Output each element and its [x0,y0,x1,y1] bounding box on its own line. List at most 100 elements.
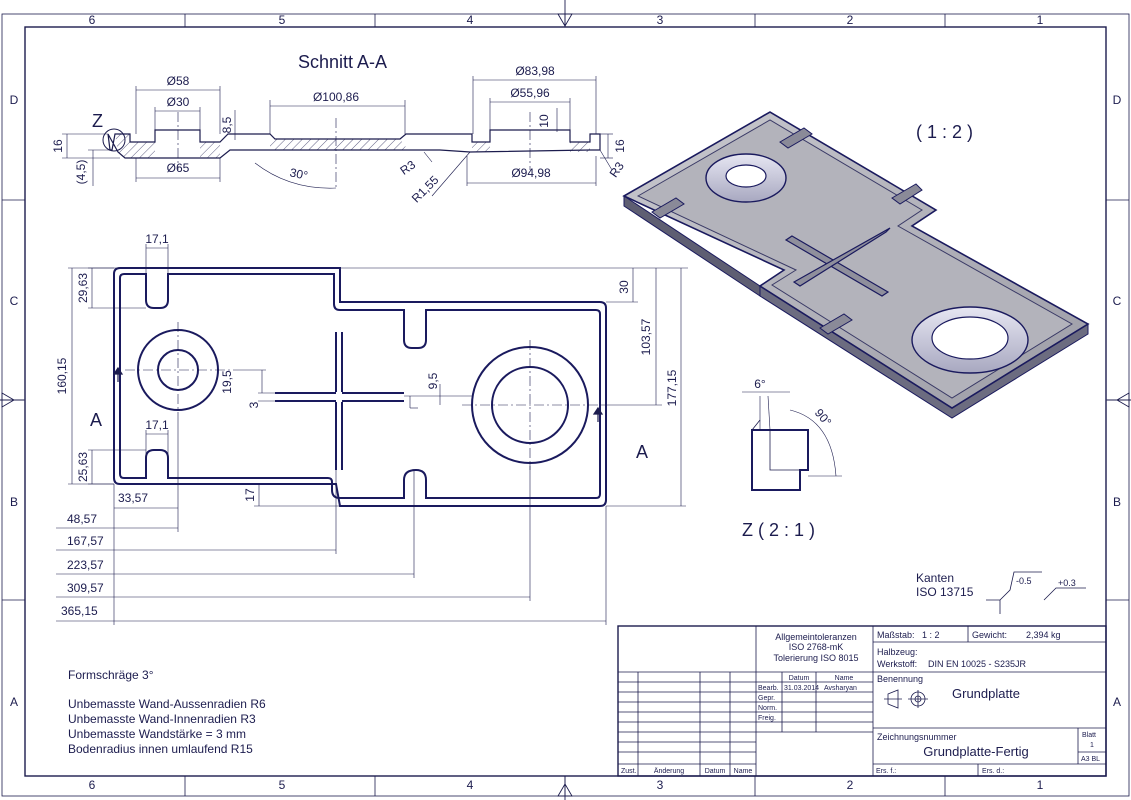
col-zust: Zust. [621,768,637,775]
row-label-right: A [1113,695,1121,709]
dim-d55-96: Ø55,96 [510,86,550,100]
material-value: DIN EN 10025 - S235JR [928,659,1027,669]
dim-3: 3 [247,401,261,408]
dim-h4-5: (4,5) [74,160,88,185]
weight-label: Gewicht: [972,630,1007,640]
title-block: Allgemeintoleranzen ISO 2768-mK Tolerier… [617,625,1107,777]
row-label-left: C [10,294,19,308]
col-label-top: 3 [657,13,664,27]
note: Unbemasste Wandstärke = 3 mm [68,727,246,741]
note: Bodenradius innen umlaufend R15 [68,742,253,756]
general-notes: Formschräge 3° Unbemasste Wand-Aussenrad… [68,668,266,756]
dim-h16-left: 16 [51,139,65,153]
format: A3 BL [1081,756,1100,763]
col-name-rev: Name [734,768,753,775]
col-label-top: 4 [467,13,474,27]
col-label-top: 2 [847,13,854,27]
section-label-left: A [90,410,102,430]
tolerance-line-3: Tolerierung ISO 8015 [773,653,858,663]
row-label-right: C [1113,294,1122,308]
col-label-bottom: 3 [657,778,664,792]
designation-label: Benennung [877,674,923,684]
tolerance-line-1: Allgemeintoleranzen [775,632,857,642]
dim-r3-b: R3 [607,159,627,180]
sheet-value: 1 [1090,742,1094,749]
drawing-no-label: Zeichnungsnummer [877,732,957,742]
semi-label: Halbzeug: [877,647,918,657]
detail-marker: Z [92,111,103,131]
section-label-right: A [636,442,648,462]
dim-h16-right: 16 [613,139,627,153]
row-norm: Norm. [758,705,777,712]
col-name: Name [835,675,854,682]
dim-d30: Ø30 [167,95,190,109]
section-title: Schnitt A-A [298,52,387,72]
ers-durch: Ers. d.: [982,768,1004,775]
dim-h10: 10 [537,114,551,128]
dim-17-1-top: 17,1 [145,232,169,246]
col-label-bottom: 5 [279,778,286,792]
dim-167-57: 167,57 [67,534,104,548]
dim-17-1-bottom: 17,1 [145,418,169,432]
col-datum: Datum [789,675,810,682]
edge-label-2: ISO 13715 [916,585,974,599]
dim-angle-30: 30° [288,165,309,183]
material-label: Werkstoff: [877,659,917,669]
dim-d94-98: Ø94,98 [511,166,551,180]
dim-r1-55: R1,55 [409,173,442,206]
section-view-a-a: Schnitt A-A Z [51,52,627,205]
row-label-left: B [10,495,18,509]
dim-30: 30 [617,280,631,294]
edge-symbol-1: -0.5 [1016,576,1032,586]
edge-label-1: Kanten [916,571,954,585]
dim-d83-98: Ø83,98 [515,64,555,78]
drawing-no-value: Grundplatte-Fertig [923,744,1029,759]
row-label-right: B [1113,495,1121,509]
dim-d65: Ø65 [167,161,190,175]
col-label-bottom: 6 [89,778,96,792]
note: Formschräge 3° [68,668,154,682]
bearb-name: Avsharyan [824,685,857,692]
col-label-top: 5 [279,13,286,27]
row-label-left: A [10,695,18,709]
dim-d100-86: Ø100,86 [313,90,359,104]
col-label-bottom: 4 [467,778,474,792]
col-label-bottom: 1 [1037,778,1044,792]
dim-309-57: 309,57 [67,581,104,595]
col-label-top: 6 [89,13,96,27]
dim-r3-a: R3 [397,157,418,177]
dim-177-15: 177,15 [665,369,679,406]
col-aenderung: Änderung [654,767,684,775]
dim-h8-5: 8,5 [220,116,234,133]
col-label-bottom: 2 [847,778,854,792]
col-datum-rev: Datum [705,768,726,775]
isometric-view: ( 1 : 2 ) [622,111,1090,419]
detail-z-title: Z ( 2 : 1 ) [742,520,815,540]
note: Unbemasste Wand-Innenradien R3 [68,712,256,726]
plan-view: A A 17,1 17,1 29,63 25,63 160,15 [55,232,688,625]
sheet-label: Blatt [1082,732,1096,739]
dim-d58: Ø58 [167,74,190,88]
designation-value: Grundplatte [952,686,1020,701]
row-freig: Freig. [758,715,776,722]
dim-48-57: 48,57 [67,512,97,526]
note: Unbemasste Wand-Aussenradien R6 [68,697,266,711]
col-label-top: 1 [1037,13,1044,27]
dim-9-5: 9,5 [426,372,440,389]
weight-value: 2,394 kg [1026,630,1061,640]
dim-365-15: 365,15 [61,604,98,618]
projection-symbol-icon [884,689,928,709]
edge-symbol-2: +0.3 [1058,578,1076,588]
scale-label: Maßstab: [877,630,915,640]
dim-223-57: 223,57 [67,558,104,572]
detail-angle-6: 6° [754,377,766,391]
row-gepr: Gepr. [758,695,775,702]
row-label-left: D [10,93,19,107]
iso-scale: ( 1 : 2 ) [916,122,973,142]
tolerance-line-2: ISO 2768-mK [789,642,844,652]
scale-value: 1 : 2 [922,630,940,640]
dim-19-5: 19,5 [220,370,234,394]
